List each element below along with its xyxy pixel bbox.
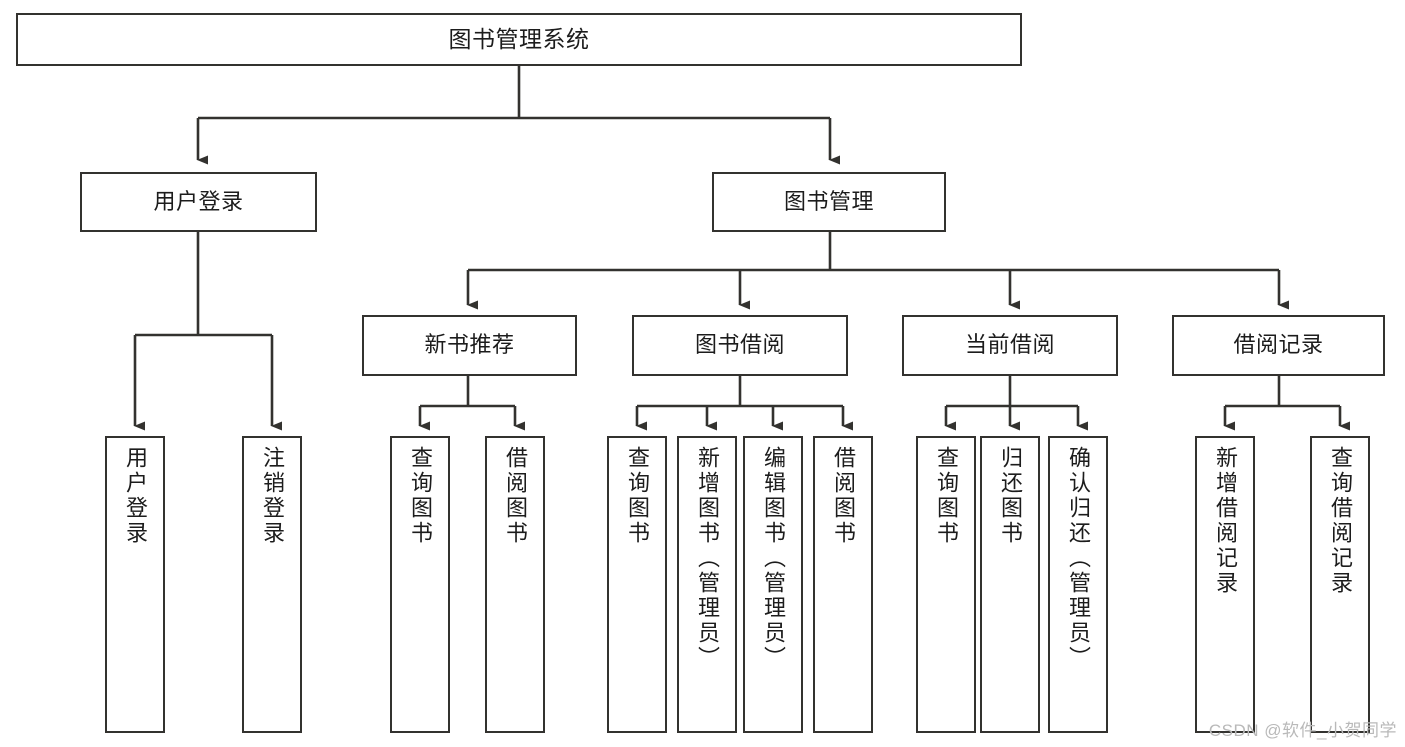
node-label: 新增图书（管理员） (695, 446, 720, 671)
node-label: 查询图书 (625, 446, 650, 546)
node-label: 借阅图书 (831, 446, 856, 546)
node-label: 查询图书 (408, 446, 433, 546)
node-label: 归还图书 (998, 446, 1023, 546)
node-leaf-query-borrow-record[interactable]: 查询借阅记录 (1310, 436, 1370, 733)
node-current-borrow[interactable]: 当前借阅 (902, 315, 1118, 376)
node-root-book-management-system[interactable]: 图书管理系统 (16, 13, 1022, 66)
node-label: 编辑图书（管理员） (761, 446, 786, 671)
node-label: 当前借阅 (964, 332, 1055, 358)
node-leaf-add-borrow-record[interactable]: 新增借阅记录 (1195, 436, 1255, 733)
node-label: 注销登录 (260, 446, 285, 546)
node-leaf-user-login[interactable]: 用户登录 (105, 436, 165, 733)
node-book-borrow[interactable]: 图书借阅 (632, 315, 848, 376)
node-leaf-query-book-current[interactable]: 查询图书 (916, 436, 976, 733)
node-leaf-user-logout[interactable]: 注销登录 (242, 436, 302, 733)
node-label: 用户登录 (153, 188, 244, 214)
node-new-book-recommend[interactable]: 新书推荐 (362, 315, 577, 376)
node-label: 查询借阅记录 (1328, 446, 1353, 596)
node-label: 查询图书 (934, 446, 959, 546)
node-leaf-borrow-book[interactable]: 借阅图书 (813, 436, 873, 733)
node-label: 新增借阅记录 (1213, 446, 1238, 596)
node-label: 新书推荐 (424, 332, 515, 358)
node-leaf-query-book-recommend[interactable]: 查询图书 (390, 436, 450, 733)
node-label: 确认归还（管理员） (1066, 446, 1091, 671)
node-borrow-record[interactable]: 借阅记录 (1172, 315, 1385, 376)
node-leaf-confirm-return[interactable]: 确认归还（管理员） (1048, 436, 1108, 733)
node-book-management[interactable]: 图书管理 (712, 172, 946, 232)
node-label: 图书管理系统 (448, 25, 590, 52)
watermark-text: CSDN @软件_小贺同学 (1208, 721, 1397, 740)
node-label: 借阅图书 (503, 446, 528, 546)
node-user-login[interactable]: 用户登录 (80, 172, 317, 232)
node-leaf-query-book-borrow[interactable]: 查询图书 (607, 436, 667, 733)
node-label: 图书借阅 (694, 332, 785, 358)
node-leaf-return-book[interactable]: 归还图书 (980, 436, 1040, 733)
node-label: 借阅记录 (1233, 332, 1324, 358)
node-leaf-borrow-book-recommend[interactable]: 借阅图书 (485, 436, 545, 733)
node-leaf-add-book[interactable]: 新增图书（管理员） (677, 436, 737, 733)
node-leaf-edit-book[interactable]: 编辑图书（管理员） (743, 436, 803, 733)
node-label: 用户登录 (123, 446, 148, 546)
node-label: 图书管理 (783, 188, 874, 214)
